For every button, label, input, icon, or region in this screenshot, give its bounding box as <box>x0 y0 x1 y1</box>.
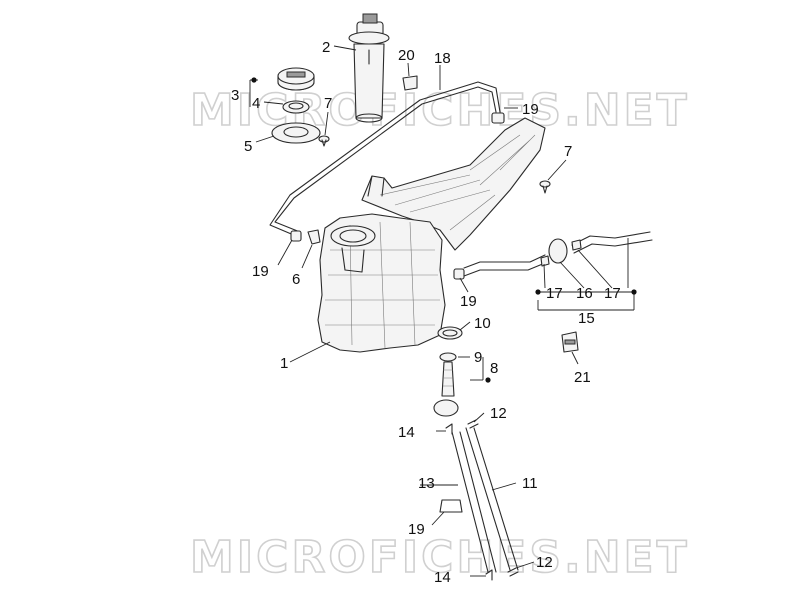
hose-clamp-10 <box>437 326 463 340</box>
screw-right <box>539 180 551 194</box>
callout-10: 10 <box>474 315 491 332</box>
screw-upper-left <box>318 135 330 147</box>
bracket-6 <box>307 229 321 245</box>
callout-17-left: 17 <box>546 285 563 302</box>
clip-12-top <box>467 419 479 429</box>
callout-4: 4 <box>252 95 260 112</box>
callout-7-right: 7 <box>564 143 572 160</box>
callout-19-bottom: 19 <box>408 521 425 538</box>
group-dot-3 <box>251 77 257 83</box>
callout-16: 16 <box>576 285 593 302</box>
callout-1: 1 <box>280 355 288 372</box>
callout-18: 18 <box>434 50 451 67</box>
callout-5: 5 <box>244 138 252 155</box>
callout-13: 13 <box>418 475 435 492</box>
callout-2: 2 <box>322 39 330 56</box>
callout-8: 8 <box>490 360 498 377</box>
callout-12-top: 12 <box>490 405 507 422</box>
callout-19-top: 19 <box>522 101 539 118</box>
group-dot-17-left <box>535 289 541 295</box>
hose-clamp-19-top <box>491 112 505 124</box>
callout-17-right: 17 <box>604 285 621 302</box>
filler-cap <box>277 67 315 91</box>
breather-hose <box>269 81 501 237</box>
cap-gasket <box>282 100 310 114</box>
callout-9: 9 <box>474 349 482 366</box>
watermark-top: MICROFICHES.NET <box>190 85 690 136</box>
fuel-level-sender <box>348 13 390 123</box>
ring-seal <box>271 122 321 144</box>
hose-clamp-19-left <box>290 230 302 242</box>
leader-lines <box>249 45 635 577</box>
drain-tube-13 <box>451 431 497 573</box>
group-dot-8 <box>485 377 491 383</box>
hose-clamp-19-middle <box>453 268 465 280</box>
clip-14-bottom <box>485 569 493 581</box>
callout-19-middle: 19 <box>460 293 477 310</box>
drain-tube-11 <box>465 427 519 571</box>
hose-clamp-19-bottom <box>439 499 463 513</box>
fuel-tank <box>317 117 546 353</box>
fuel-pickup <box>433 352 459 417</box>
callout-7-upper: 7 <box>324 95 332 112</box>
hose-clip-20 <box>402 75 418 91</box>
callout-21: 21 <box>574 369 591 386</box>
connector-21 <box>561 331 579 353</box>
callout-20: 20 <box>398 47 415 64</box>
callout-15: 15 <box>578 310 595 327</box>
watermark-bottom: MICROFICHES.NET <box>190 532 690 583</box>
callout-14-bottom: 14 <box>434 569 451 586</box>
clip-12-bottom <box>507 567 519 577</box>
callout-19-left: 19 <box>252 263 269 280</box>
callout-6: 6 <box>292 271 300 288</box>
callout-11: 11 <box>522 475 538 492</box>
fuel-line-assembly <box>463 231 653 277</box>
group-dot-17-right <box>631 289 637 295</box>
callout-12-bottom: 12 <box>536 554 553 571</box>
callout-3: 3 <box>231 87 239 104</box>
clip-14-top <box>445 423 453 435</box>
callout-14-top: 14 <box>398 424 415 441</box>
